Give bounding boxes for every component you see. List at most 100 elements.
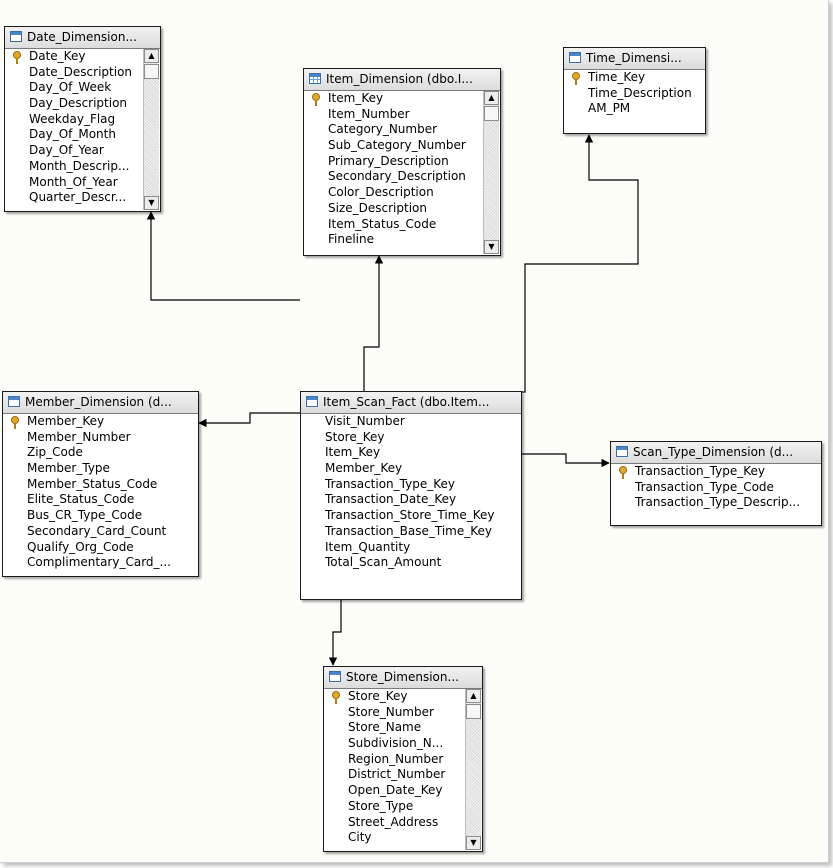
column-row[interactable]: Transaction_Type_Code: [611, 480, 821, 496]
column-row[interactable]: Transaction_Base_Time_Key: [301, 524, 521, 540]
fact-to-store-line[interactable]: [328, 600, 342, 666]
column-row[interactable]: Subdivision_N...: [324, 736, 482, 752]
scroll-up-arrow-icon[interactable]: ▲: [144, 49, 159, 63]
column-row[interactable]: Day_Description: [5, 96, 160, 112]
column-row[interactable]: Member_Number: [3, 430, 198, 446]
table-header[interactable]: Item_Dimension (dbo.I...: [304, 69, 500, 91]
scroll-down-arrow-icon[interactable]: ▼: [466, 836, 481, 850]
column-row[interactable]: District_Number: [324, 767, 482, 783]
column-row[interactable]: Region_Number: [324, 752, 482, 768]
column-row[interactable]: Item_Status_Code: [304, 217, 500, 233]
column-row[interactable]: Quarter_Descr...: [5, 190, 160, 206]
column-row[interactable]: City: [324, 830, 482, 846]
primary-key-icon: [11, 416, 19, 429]
scrollbar[interactable]: ▲ ▼: [465, 689, 481, 850]
column-row[interactable]: Complimentary_Card_...: [3, 555, 198, 571]
table-header[interactable]: Date_Dimension...: [5, 27, 160, 49]
table-time-dimension[interactable]: Time_Dimensi... Time_Key Time_Descriptio…: [563, 47, 706, 134]
table-header[interactable]: Item_Scan_Fact (dbo.Item...: [301, 392, 521, 414]
column-row[interactable]: Transaction_Type_Descrip...: [611, 495, 821, 511]
column-row[interactable]: Member_Status_Code: [3, 477, 198, 493]
column-row[interactable]: Transaction_Store_Time_Key: [301, 508, 521, 524]
column-name: Secondary_Description: [328, 169, 466, 184]
column-list: Item_Key Item_Number Category_Number Sub…: [304, 91, 500, 255]
column-row[interactable]: Color_Description: [304, 185, 500, 201]
column-row[interactable]: Member_Type: [3, 461, 198, 477]
column-name: Transaction_Base_Time_Key: [325, 523, 492, 538]
column-row[interactable]: Time_Key: [564, 70, 705, 86]
column-row[interactable]: Member_Key: [301, 461, 521, 477]
column-row[interactable]: Fineline: [304, 232, 500, 248]
column-row[interactable]: Month_Descrip...: [5, 159, 160, 175]
column-row[interactable]: Time_Description: [564, 86, 705, 102]
column-row[interactable]: Date_Description: [5, 65, 160, 81]
column-name: Month_Descrip...: [29, 158, 130, 173]
column-row[interactable]: Item_Quantity: [301, 540, 521, 556]
table-header[interactable]: Member_Dimension (d...: [3, 392, 198, 414]
column-row[interactable]: Size_Description: [304, 201, 500, 217]
scroll-thumb[interactable]: [484, 106, 499, 121]
column-row[interactable]: Transaction_Date_Key: [301, 492, 521, 508]
column-row[interactable]: Primary_Description: [304, 154, 500, 170]
column-row[interactable]: Qualify_Org_Code: [3, 540, 198, 556]
column-row[interactable]: Total_Scan_Amount: [301, 555, 521, 571]
table-store-dimension[interactable]: Store_Dimension... Store_Key Store_Numbe…: [323, 666, 483, 852]
scroll-thumb[interactable]: [144, 64, 159, 79]
table-date-dimension[interactable]: Date_Dimension... Date_Key Date_Descript…: [4, 26, 161, 212]
column-row[interactable]: Elite_Status_Code: [3, 492, 198, 508]
column-row[interactable]: Day_Of_Week: [5, 80, 160, 96]
column-row[interactable]: Day_Of_Month: [5, 127, 160, 143]
column-row[interactable]: Transaction_Type_Key: [611, 464, 821, 480]
column-row[interactable]: Item_Key: [304, 91, 500, 107]
fact-to-member-line[interactable]: [198, 412, 300, 428]
table-scan-type-dimension[interactable]: Scan_Type_Dimension (d... Transaction_Ty…: [610, 441, 822, 526]
column-name: Zip_Code: [27, 445, 83, 460]
column-row[interactable]: Store_Type: [324, 799, 482, 815]
column-row[interactable]: Store_Key: [301, 430, 521, 446]
column-row[interactable]: Date_Key: [5, 49, 160, 65]
column-row[interactable]: Transaction_Type_Key: [301, 477, 521, 493]
primary-key-icon: [312, 93, 320, 106]
column-list: Store_Key Store_Number Store_Name Subdiv…: [324, 689, 482, 851]
column-row[interactable]: Store_Key: [324, 689, 482, 705]
scroll-down-arrow-icon[interactable]: ▼: [484, 240, 499, 254]
column-name: Qualify_Org_Code: [27, 539, 134, 554]
column-row[interactable]: Item_Number: [304, 107, 500, 123]
column-row[interactable]: Secondary_Description: [304, 169, 500, 185]
table-item-scan-fact[interactable]: Item_Scan_Fact (dbo.Item... Visit_Number…: [300, 391, 522, 600]
scroll-thumb[interactable]: [466, 704, 481, 719]
table-header[interactable]: Time_Dimensi...: [564, 48, 705, 70]
column-name: Elite_Status_Code: [27, 492, 135, 507]
column-row[interactable]: Weekday_Flag: [5, 112, 160, 128]
column-row[interactable]: Open_Date_Key: [324, 783, 482, 799]
fact-to-date-line[interactable]: [146, 211, 300, 301]
scroll-down-arrow-icon[interactable]: ▼: [144, 196, 159, 210]
scrollbar[interactable]: ▲ ▼: [143, 49, 159, 210]
table-header[interactable]: Store_Dimension...: [324, 667, 482, 689]
fact-to-scan-type-line[interactable]: [522, 453, 610, 468]
column-row[interactable]: Store_Number: [324, 705, 482, 721]
fact-to-time-line[interactable]: [522, 134, 639, 393]
column-row[interactable]: Store_Name: [324, 720, 482, 736]
column-row[interactable]: Zip_Code: [3, 445, 198, 461]
table-item-dimension[interactable]: Item_Dimension (dbo.I... Item_Key Item_N…: [303, 68, 501, 256]
column-row[interactable]: Secondary_Card_Count: [3, 524, 198, 540]
column-name: Member_Number: [27, 429, 131, 444]
scroll-up-arrow-icon[interactable]: ▲: [466, 689, 481, 703]
column-row[interactable]: Sub_Category_Number: [304, 138, 500, 154]
column-name: Day_Description: [29, 96, 128, 111]
column-row[interactable]: Day_Of_Year: [5, 143, 160, 159]
column-row[interactable]: Bus_CR_Type_Code: [3, 508, 198, 524]
fact-to-item-line[interactable]: [363, 255, 384, 392]
column-row[interactable]: Month_Of_Year: [5, 175, 160, 191]
column-row[interactable]: AM_PM: [564, 101, 705, 117]
scrollbar[interactable]: ▲ ▼: [483, 91, 499, 254]
column-row[interactable]: Category_Number: [304, 122, 500, 138]
scroll-up-arrow-icon[interactable]: ▲: [484, 91, 499, 105]
table-member-dimension[interactable]: Member_Dimension (d... Member_Key Member…: [2, 391, 199, 577]
column-row[interactable]: Member_Key: [3, 414, 198, 430]
column-row[interactable]: Street_Address: [324, 815, 482, 831]
column-row[interactable]: Item_Key: [301, 445, 521, 461]
column-row[interactable]: Visit_Number: [301, 414, 521, 430]
table-header[interactable]: Scan_Type_Dimension (d...: [611, 442, 821, 464]
